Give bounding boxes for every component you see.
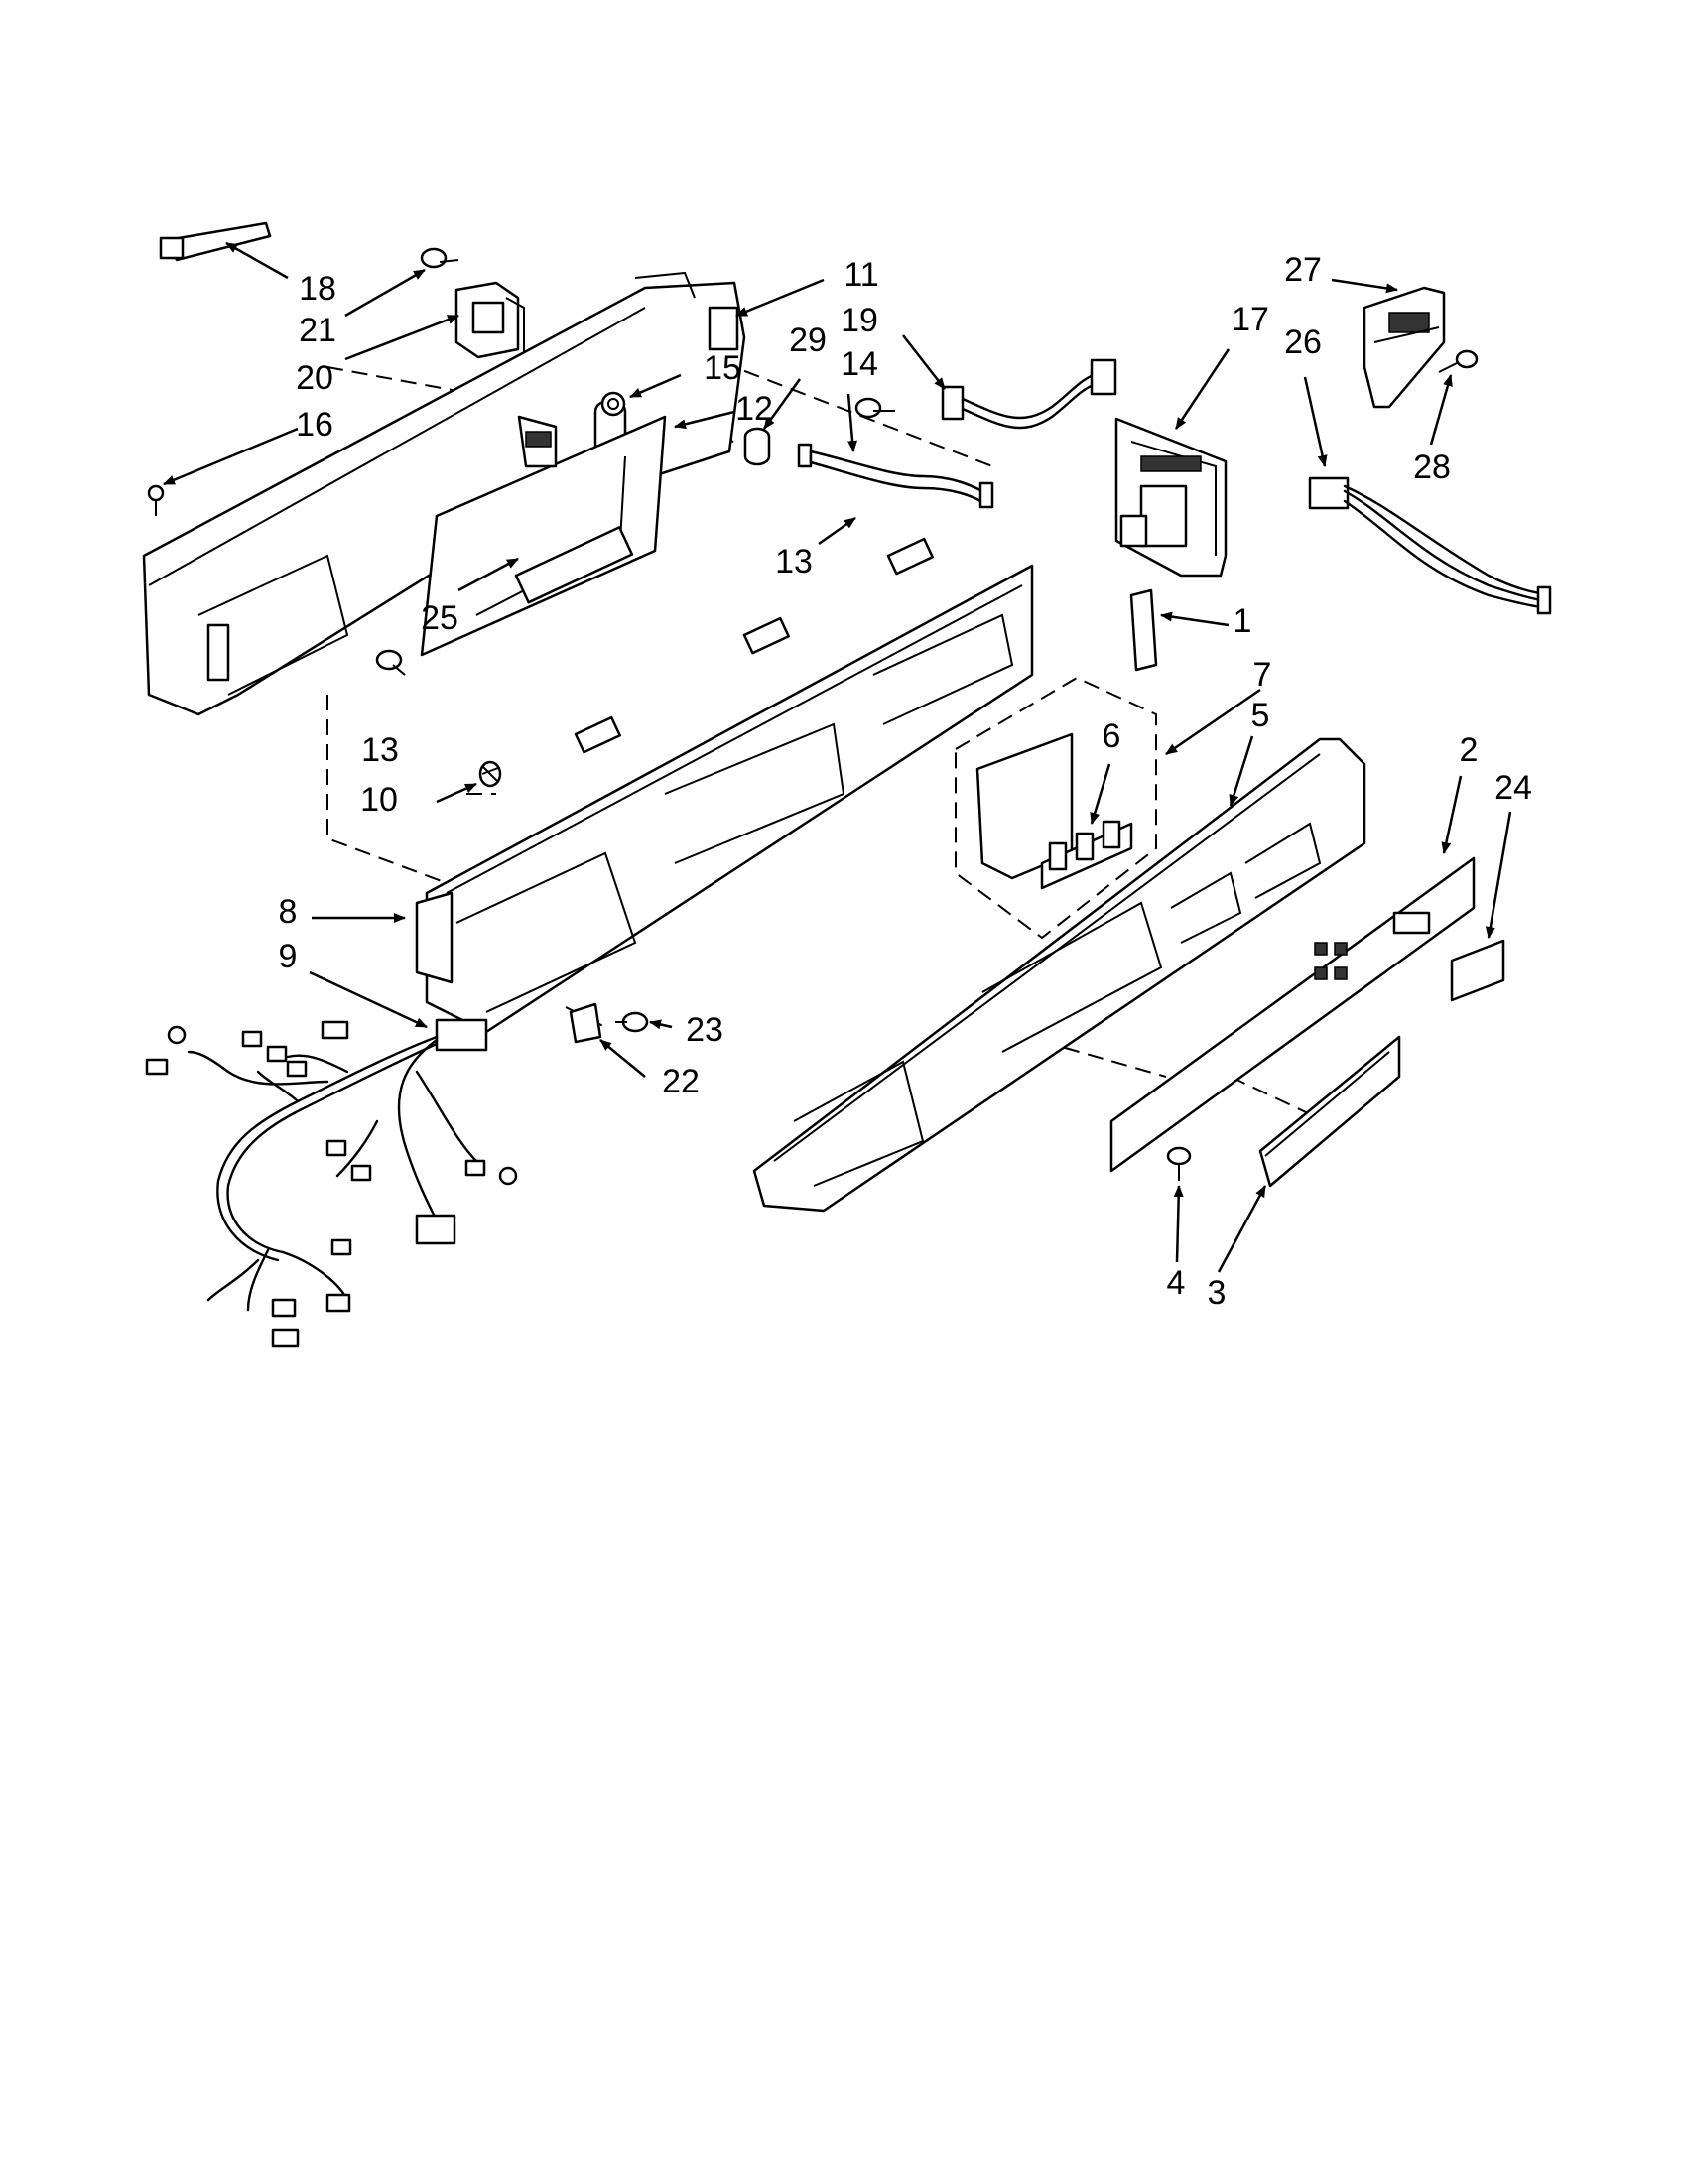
part-1-bracket-strip	[1129, 588, 1158, 672]
part-20-terminal-block	[454, 281, 525, 359]
callout-27: 27	[1284, 251, 1322, 289]
callout-28: 28	[1413, 449, 1451, 486]
callout-9: 9	[279, 938, 298, 975]
part-12-circuit-board	[420, 415, 667, 657]
callout-11: 11	[844, 256, 878, 294]
callout-19: 19	[841, 302, 878, 339]
callout-23: 23	[686, 1011, 723, 1049]
callout-1: 1	[1234, 602, 1252, 640]
part-17-control-board	[1114, 417, 1228, 578]
part-14-ribbon-cable	[797, 443, 994, 509]
part-4-screw	[1166, 1146, 1192, 1181]
callout-18: 18	[299, 270, 336, 308]
callout-17: 17	[1232, 301, 1269, 338]
leader-arrows	[163, 241, 1512, 1273]
part-18-cable-tie	[159, 221, 272, 262]
callout-6: 6	[1103, 717, 1121, 755]
callout-22: 22	[662, 1063, 700, 1100]
callout-24: 24	[1494, 769, 1532, 807]
callout-10: 10	[360, 781, 398, 819]
part-5-console-panel	[752, 737, 1366, 1213]
part-8-console-housing	[415, 537, 1034, 1034]
part-2-overlay-panel	[1109, 856, 1476, 1173]
callout-26: 26	[1284, 323, 1322, 361]
callout-12: 12	[735, 390, 773, 428]
part-28-screw	[1438, 349, 1479, 373]
part-9-main-wire-harness	[145, 1018, 518, 1348]
part-13-screw-upper	[854, 397, 895, 419]
part-16-screw	[147, 484, 165, 516]
part-29-spacer	[743, 427, 771, 466]
part-25-connector	[517, 415, 558, 468]
callout-3: 3	[1208, 1274, 1227, 1312]
callout-15: 15	[704, 349, 741, 387]
part-21-screw	[420, 247, 459, 269]
part-24-lens	[1450, 939, 1505, 1002]
callout-25: 25	[421, 599, 458, 637]
part-27-display-bezel	[1363, 286, 1446, 409]
callout-13-lower: 13	[361, 731, 399, 769]
part-10-spring	[478, 760, 502, 788]
part-22-clip	[569, 1002, 602, 1044]
callout-labels: 18 21 20 16 11 29 19 14 17 27 26 28 15 1…	[279, 251, 1532, 1312]
part-15-connector	[600, 391, 626, 417]
callout-7: 7	[1253, 656, 1272, 694]
callout-29: 29	[789, 321, 827, 359]
callout-14: 14	[841, 345, 878, 383]
callout-13-upper: 13	[775, 543, 813, 580]
callout-16: 16	[296, 406, 333, 444]
part-19-wire-jumper	[941, 358, 1117, 430]
part-7-assembly-group	[955, 676, 1157, 940]
part-13-screw-lower	[375, 649, 406, 676]
part-23-screw	[615, 1011, 649, 1033]
callout-5: 5	[1251, 697, 1270, 734]
callout-4: 4	[1167, 1264, 1186, 1302]
callout-20: 20	[296, 359, 333, 397]
part-6-switch-block	[1040, 820, 1133, 890]
callout-2: 2	[1460, 731, 1479, 769]
part-26-wire-harness	[1308, 476, 1552, 615]
part-3-display-window	[1258, 1035, 1401, 1188]
callout-21: 21	[299, 312, 336, 349]
callout-8: 8	[279, 893, 298, 931]
